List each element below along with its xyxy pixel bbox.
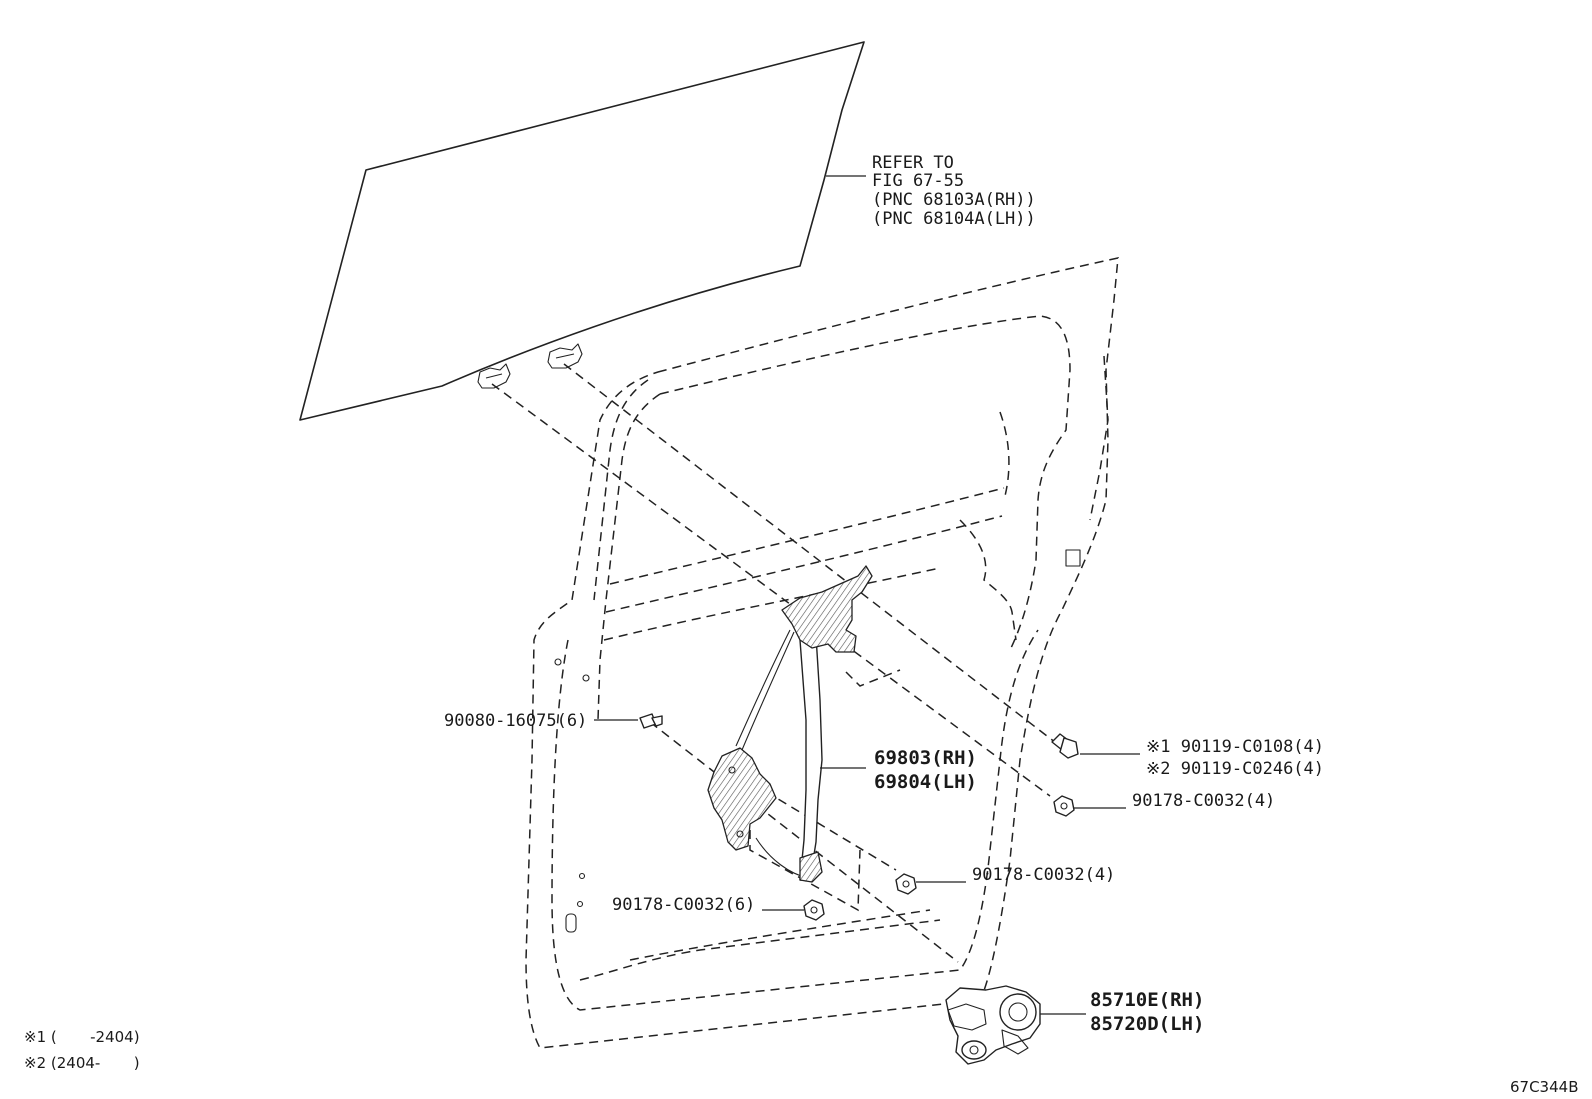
- label-regulator-lh: 69804(LH): [874, 771, 977, 793]
- bolt-90080: [639, 713, 663, 729]
- door-panel: [525, 257, 1119, 1049]
- figure-id: 67C344B: [1510, 1078, 1578, 1096]
- refer-note: REFER TO FIG 67-55 (PNC 68103A(RH)) (PNC…: [872, 153, 1036, 229]
- bolt-90119: [1051, 733, 1079, 759]
- refer-note-line1: REFER TO: [872, 153, 954, 173]
- label-motor-lh: 85720D(LH): [1090, 1013, 1204, 1035]
- refer-note-line3: (PNC 68103A(RH)): [872, 190, 1036, 210]
- nut-middle: [895, 873, 917, 895]
- label-bolt-90119-a: ※1 90119-C0108(4): [1146, 737, 1324, 757]
- refer-note-line4: (PNC 68104A(LH)): [872, 209, 1036, 229]
- label-nut-upper: 90178-C0032(4): [1132, 791, 1275, 811]
- nut-lower: [803, 899, 825, 921]
- nut-upper: [1053, 795, 1075, 817]
- label-nut-lower: 90178-C0032(6): [612, 895, 755, 915]
- label-regulator-rh: 69803(RH): [874, 747, 977, 769]
- legend-note1: ※1 ( -2404): [24, 1028, 140, 1046]
- label-bolt-90119-b: ※2 90119-C0246(4): [1146, 759, 1324, 779]
- label-nut-middle: 90178-C0032(4): [972, 865, 1115, 885]
- door-glass: [299, 41, 865, 421]
- label-bolt-90080: 90080-16075(6): [444, 711, 587, 731]
- window-regulator: [707, 565, 873, 883]
- regulator-motor: [945, 985, 1041, 1065]
- label-motor-rh: 85710E(RH): [1090, 989, 1204, 1011]
- legend: ※1 ( -2404) ※2 (2404- ): [24, 1028, 140, 1072]
- refer-note-line2: FIG 67-55: [872, 171, 964, 191]
- legend-note2: ※2 (2404- ): [24, 1054, 140, 1072]
